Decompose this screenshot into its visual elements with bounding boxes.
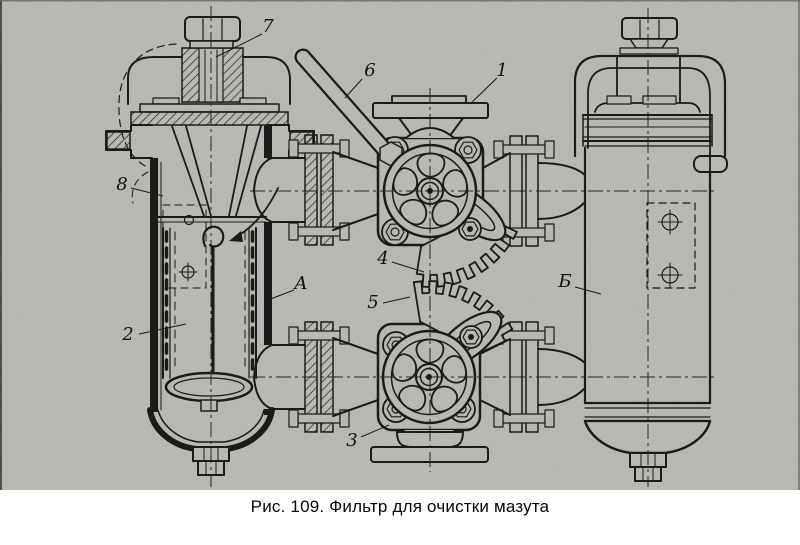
scan-edge-right — [798, 0, 800, 490]
scan-area: 7 6 1 8 А 2 4 5 Б 3 — [0, 0, 800, 490]
scan-edge-top — [0, 0, 800, 2]
technical-drawing: 7 6 1 8 А 2 4 5 Б 3 — [0, 0, 800, 490]
figure-caption: Рис. 109. Фильтр для очистки мазута — [250, 497, 550, 516]
caption-strip: Рис. 109. Фильтр для очистки мазута — [0, 490, 800, 545]
scan-edge-left — [0, 0, 2, 490]
paper-texture — [0, 0, 800, 490]
